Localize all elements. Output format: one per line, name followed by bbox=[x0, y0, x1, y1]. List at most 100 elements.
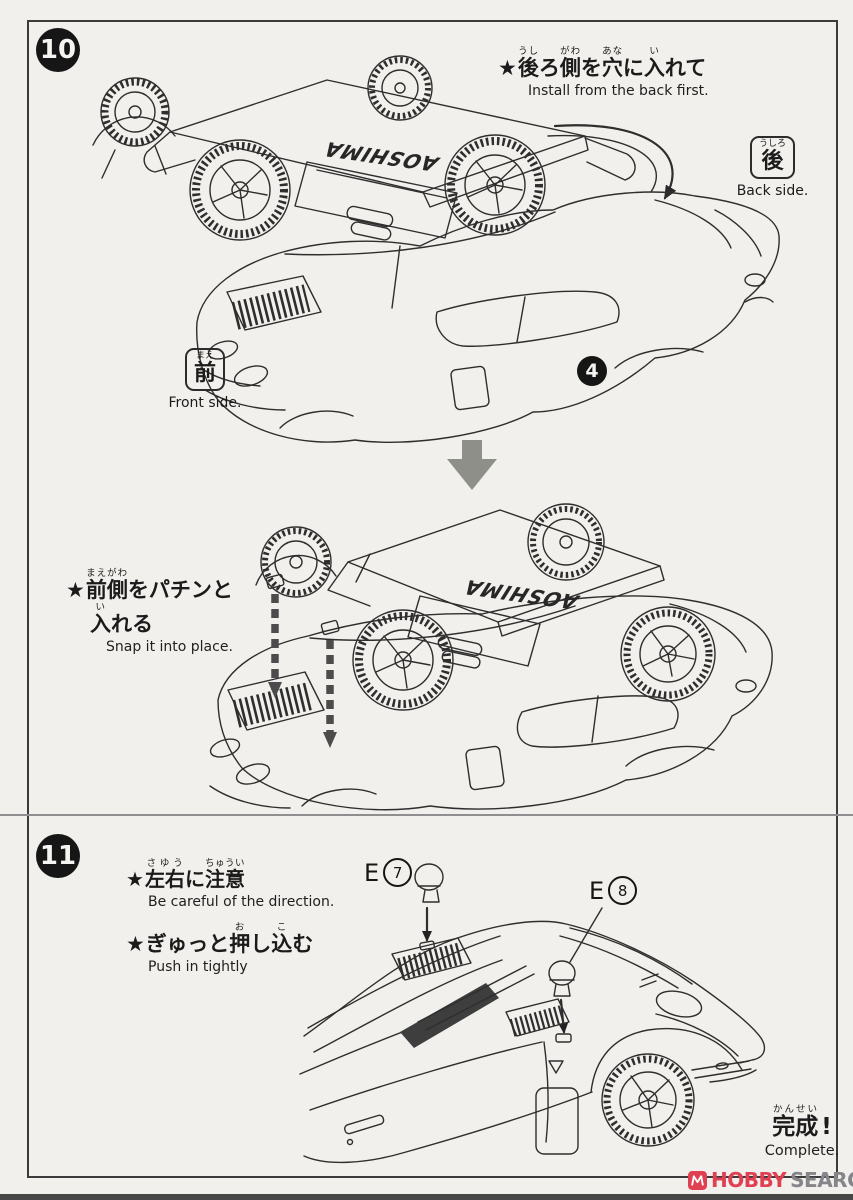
step-number-badge: 10 bbox=[36, 28, 80, 72]
jp-text: 入いれる bbox=[90, 602, 233, 636]
jp-ruby-segment: れて bbox=[664, 56, 707, 80]
jp-ruby-segment: 注意ちゅうい bbox=[204, 858, 245, 891]
aoshima-logo-text: AOSHIMA bbox=[318, 138, 444, 175]
en-text: Complete. bbox=[764, 1143, 840, 1160]
step-divider-line bbox=[0, 814, 853, 816]
jp-ruby-line: 後うしろ側がわを穴あなに入いれて bbox=[517, 46, 707, 80]
complete-note: 完成かんせい! Complete. bbox=[762, 1104, 842, 1159]
part-circle-number: 8 bbox=[608, 876, 638, 905]
grille-slats bbox=[232, 682, 314, 728]
star-icon: ★ bbox=[126, 932, 145, 956]
wheel bbox=[92, 77, 176, 179]
wheel bbox=[255, 526, 337, 598]
headlight-cover bbox=[655, 990, 703, 1018]
back-side-label: うしろ 後 Back side. bbox=[720, 136, 825, 199]
furigana: うしろ bbox=[758, 139, 786, 149]
exclamation-mark: ! bbox=[821, 1114, 832, 1140]
wheel-arch bbox=[614, 347, 704, 369]
cowl-vent-slats bbox=[509, 1005, 565, 1037]
jp-ruby-segment: をパチンと bbox=[127, 578, 233, 602]
down-arrow-icon bbox=[447, 440, 497, 490]
windshield-base-shadow bbox=[400, 983, 499, 1048]
hobbysearch-logo-icon bbox=[688, 1170, 707, 1190]
jp-ruby-line: 左右さゆうに注意ちゅうい bbox=[144, 858, 245, 891]
jp-ruby-segment: む bbox=[292, 932, 314, 956]
mirror-socket bbox=[555, 1033, 572, 1043]
grille-slats bbox=[231, 284, 311, 330]
jp-ruby-line: 完成かんせい bbox=[772, 1104, 819, 1140]
note-push: ★ぎゅっと押おし込こむ Push in tightly bbox=[126, 922, 313, 975]
side-trim bbox=[343, 1114, 385, 1135]
jp-ruby-segment: ぎゅっと bbox=[145, 932, 230, 956]
jp-text: ★左右さゆうに注意ちゅうい bbox=[126, 858, 334, 891]
window-opening bbox=[435, 290, 620, 347]
jp-ruby-segment: 穴あな bbox=[601, 46, 623, 80]
windshield bbox=[569, 927, 693, 985]
front-clip-pin bbox=[320, 619, 340, 636]
step-number-badge: 11 bbox=[36, 834, 80, 878]
note-direction: ★左右さゆうに注意ちゅうい Be careful of the directio… bbox=[126, 858, 334, 910]
jp-ruby-segment: 入い bbox=[90, 602, 111, 637]
step10-snap-front-illustration: AOSHIMA bbox=[209, 503, 773, 811]
wheel-arch bbox=[301, 788, 377, 807]
jp-ruby-segment: 込こ bbox=[271, 922, 293, 956]
grille-opening bbox=[227, 671, 325, 731]
headlight-cover bbox=[233, 365, 269, 387]
wheel bbox=[444, 134, 546, 236]
mirror-part-e8 bbox=[548, 960, 576, 997]
headlight-cover bbox=[209, 738, 241, 758]
wheel bbox=[367, 55, 433, 121]
chassis-upside-down: AOSHIMA bbox=[255, 503, 716, 711]
part-number: 7 bbox=[392, 863, 403, 882]
jp-ruby-segment: 後うし bbox=[517, 46, 539, 80]
aoshima-logo-text: AOSHIMA bbox=[458, 576, 584, 613]
kanji: 前 bbox=[193, 360, 216, 386]
wheel bbox=[527, 503, 605, 581]
en-text: Front side. bbox=[168, 395, 242, 412]
grille-opening bbox=[226, 275, 322, 331]
finished-car-body bbox=[299, 920, 766, 1164]
en-text: Be careful of the direction. bbox=[148, 894, 335, 910]
furigana: まえ bbox=[195, 351, 214, 361]
jp-text: ★後うしろ側がわを穴あなに入いれて bbox=[498, 46, 709, 80]
jp-ruby-segment: 押お bbox=[229, 922, 251, 956]
jp-ruby-segment: に bbox=[184, 867, 205, 891]
jp-ruby-segment: を bbox=[580, 56, 602, 80]
jp-ruby-segment: し bbox=[250, 932, 272, 956]
en-text: Back side. bbox=[736, 183, 809, 200]
part-label-e8: E 8 bbox=[589, 876, 638, 905]
step11-mirror-install-illustration bbox=[299, 863, 766, 1164]
front-wheel bbox=[601, 1053, 695, 1147]
jp-ruby-segment: 前側まえがわ bbox=[85, 568, 128, 602]
curved-install-arrow-icon bbox=[547, 124, 677, 200]
jp-ruby-segment: れる bbox=[111, 612, 153, 637]
part-label-e7: E 7 bbox=[364, 858, 413, 887]
jp-ruby-line: ぎゅっと押おし込こむ bbox=[145, 922, 314, 956]
part-number-badge: 4 bbox=[577, 356, 607, 386]
en-text: Install from the back first. bbox=[528, 83, 709, 100]
en-text: Snap it into place. bbox=[106, 639, 233, 656]
part-number: 4 bbox=[585, 360, 599, 382]
jp-text: ★ぎゅっと押おし込こむ bbox=[126, 922, 313, 956]
jp-ruby-segment: 入い bbox=[643, 46, 665, 80]
jp-ruby-segment: 完成かんせい bbox=[772, 1104, 819, 1140]
step-number: 11 bbox=[39, 841, 77, 871]
wheel-arch bbox=[625, 745, 715, 767]
headlight-cover bbox=[207, 340, 239, 360]
jp-text: ★前側まえがわをパチンと bbox=[66, 568, 233, 602]
cowl-vent bbox=[505, 998, 570, 1037]
door-panel bbox=[535, 1087, 579, 1155]
chassis-upside-down: AOSHIMA bbox=[92, 55, 636, 241]
part-letter: E bbox=[589, 876, 605, 905]
brand-text-hobby: HOBBY bbox=[711, 1168, 787, 1192]
wheel-arch bbox=[279, 410, 354, 429]
part-circle-number: 7 bbox=[383, 858, 413, 887]
jp-ruby-segment: ろ bbox=[538, 56, 560, 80]
hobbysearch-watermark: HOBBY SEARCH bbox=[688, 1168, 853, 1192]
kanji-box: まえ 前 bbox=[184, 348, 225, 392]
floor-pan bbox=[347, 509, 661, 623]
jp-ruby-segment: 左右さゆう bbox=[144, 858, 185, 891]
wheel bbox=[352, 609, 454, 711]
kanji: 後 bbox=[761, 148, 784, 174]
